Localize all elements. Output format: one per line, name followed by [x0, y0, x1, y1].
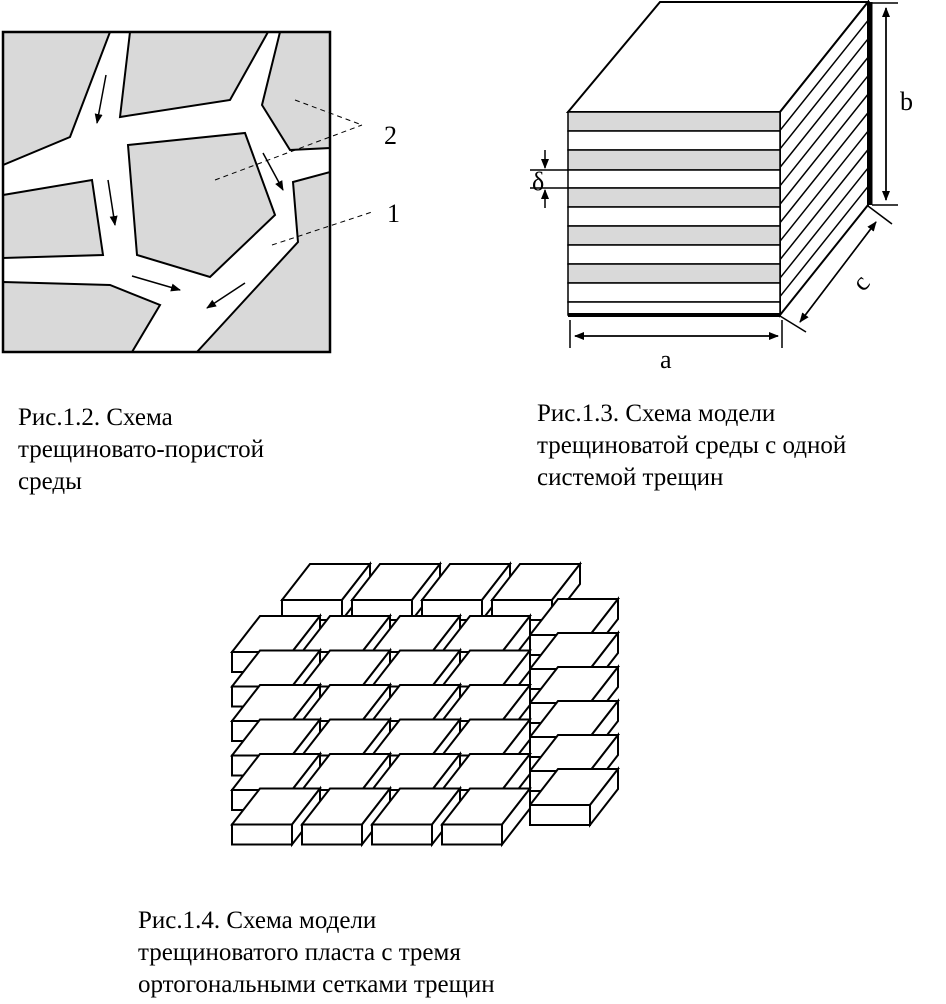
label-a: a — [660, 345, 672, 374]
caption-line: трещиновато-пористой — [18, 436, 265, 463]
front-layer-band — [567, 149, 781, 171]
matrix-block — [439, 785, 533, 848]
front-layer-band — [567, 282, 781, 303]
front-layer-band — [567, 244, 781, 265]
matrix-block — [349, 561, 443, 623]
porous-block — [1, 178, 105, 260]
dimension-c — [779, 205, 893, 333]
caption-fig-1-4: Рис.1.4. Схема модели трещиноватого плас… — [138, 905, 495, 1001]
front-layer-band — [567, 130, 781, 151]
side-layer-line — [779, 112, 869, 224]
caption-line: системой трещин — [537, 464, 724, 491]
side-layer-line — [779, 75, 869, 187]
caption-line: трещиноватого пласта с тремя — [138, 939, 461, 966]
caption-line: Рис.1.2. Схема — [18, 404, 173, 431]
side-face-layers — [779, 19, 869, 298]
label-fractures: 1 — [387, 199, 400, 228]
caption-line: Рис.1.3. Схема модели — [537, 400, 776, 427]
front-face-layers — [567, 111, 781, 317]
label-b: b — [900, 87, 913, 116]
label-pores: 2 — [384, 121, 397, 150]
label-c: c — [846, 269, 876, 296]
dimension-delta — [530, 150, 568, 208]
flow-arrows — [94, 74, 284, 309]
side-layer-line — [779, 130, 869, 242]
porous-blocks — [1, 31, 331, 353]
front-layer-band — [567, 169, 781, 189]
matrix-block — [229, 785, 323, 848]
front-layer-band — [567, 225, 781, 246]
fig-1-2-fractured-porous-medium: 2 1 — [1, 30, 400, 354]
porous-block — [126, 131, 277, 279]
front-layer-band — [567, 263, 781, 284]
label-delta: δ — [532, 167, 544, 196]
dimension-a — [569, 320, 783, 348]
caption-line: среды — [18, 468, 82, 495]
matrix-block — [369, 785, 463, 848]
side-layer-line — [779, 19, 869, 131]
side-layer-line — [779, 93, 869, 205]
dimension-b — [872, 2, 898, 206]
fig-1-3-single-fracture-system: b c a δ — [530, 0, 913, 374]
leader-lines — [214, 99, 373, 246]
fig-1-4-three-orthogonal-fracture-grids — [229, 561, 621, 848]
caption-line: Рис.1.4. Схема модели — [138, 907, 377, 934]
caption-line: трещиноватой среды с одной — [537, 432, 847, 459]
side-layer-line — [779, 56, 869, 168]
front-layer-band — [567, 111, 781, 132]
side-layer-line — [779, 186, 869, 298]
matrix-block — [527, 766, 621, 828]
medium-frame — [1, 30, 332, 354]
side-layer-line — [779, 38, 869, 150]
caption-fig-1-3: Рис.1.3. Схема модели трещиноватой среды… — [537, 398, 846, 494]
front-layer-band — [567, 206, 781, 227]
caption-line: ортогональными сетками трещин — [138, 971, 495, 998]
side-layer-line — [779, 149, 869, 261]
caption-fig-1-2: Рис.1.2. Схема трещиновато-пористой сред… — [18, 402, 264, 498]
front-layer-band — [567, 187, 781, 208]
side-layer-line — [779, 167, 869, 279]
